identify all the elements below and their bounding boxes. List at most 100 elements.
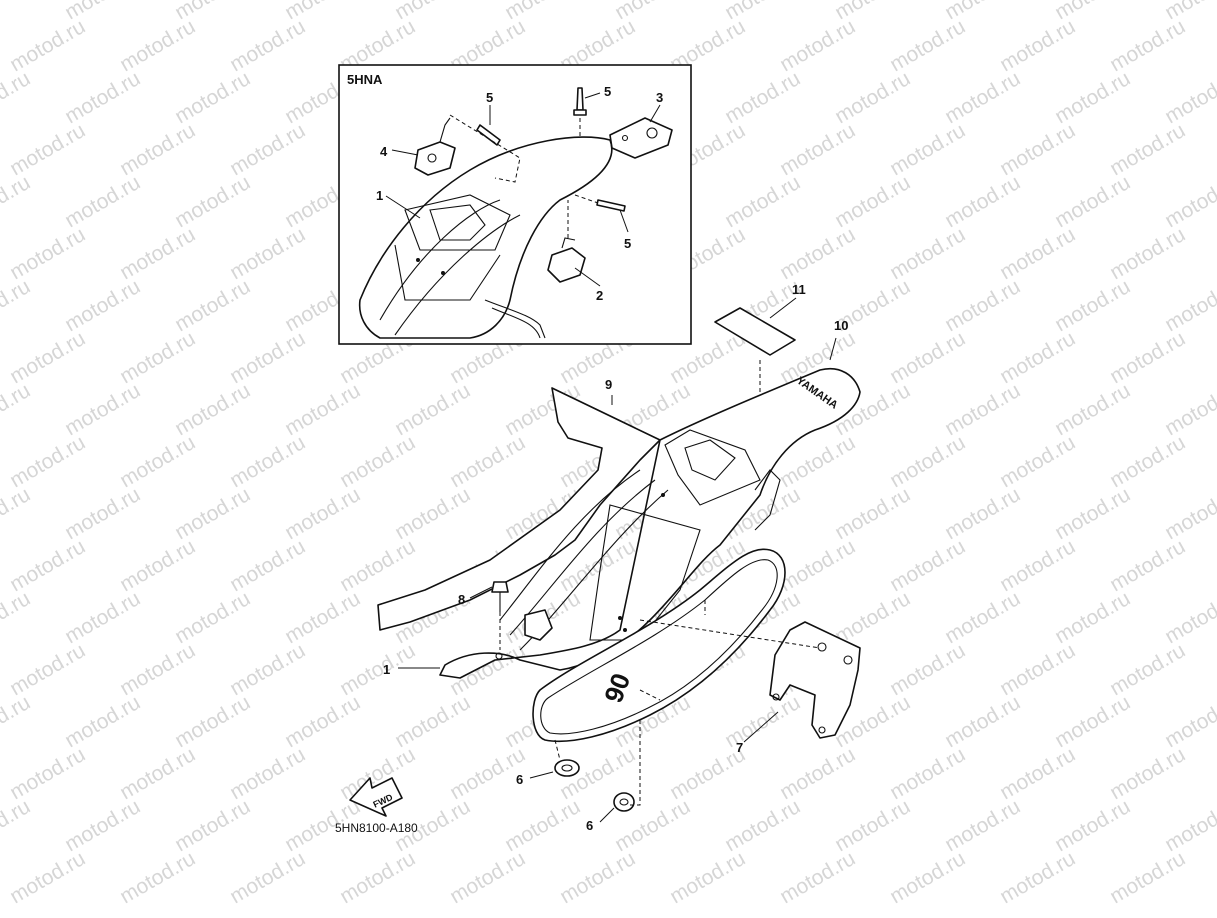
watermark-text: motod.ru: [886, 743, 969, 804]
watermark-text: motod.ru: [1161, 691, 1217, 752]
watermark-text: motod.ru: [996, 847, 1079, 908]
watermark-text: motod.ru: [1106, 431, 1189, 492]
watermark-text: motod.ru: [1161, 67, 1217, 128]
callout-main-6b: 6: [586, 818, 593, 833]
watermark-text: motod.ru: [0, 587, 34, 648]
callout-main-11: 11: [792, 282, 806, 297]
watermark-text: motod.ru: [6, 743, 89, 804]
watermark-text: motod.ru: [776, 535, 859, 596]
inset-label: 5HNA: [347, 72, 383, 87]
watermark-text: motod.ru: [1106, 15, 1189, 76]
watermark-text: motod.ru: [61, 483, 144, 544]
callout-inset-5a: 5: [486, 90, 493, 105]
watermark-text: motod.ru: [336, 431, 419, 492]
watermark-text: motod.ru: [226, 639, 309, 700]
watermark-text: motod.ru: [1051, 795, 1134, 856]
watermark-text: motod.ru: [0, 691, 34, 752]
watermark-text: motod.ru: [0, 0, 34, 24]
callout-inset-4: 4: [380, 144, 388, 159]
watermark-text: motod.ru: [941, 795, 1024, 856]
watermark-text: motod.ru: [226, 743, 309, 804]
watermark-text: motod.ru: [6, 847, 89, 908]
watermark-text: motod.ru: [116, 431, 199, 492]
watermark-text: motod.ru: [6, 327, 89, 388]
watermark-text: motod.ru: [116, 327, 199, 388]
callout-inset-3: 3: [656, 90, 663, 105]
grommet-6a: [554, 739, 580, 777]
watermark-text: motod.ru: [336, 535, 419, 596]
watermark-text: motod.ru: [721, 171, 804, 232]
callout-main-9: 9: [605, 377, 612, 392]
watermark-text: motod.ru: [941, 275, 1024, 336]
watermark-text: motod.ru: [1161, 795, 1217, 856]
watermark-text: motod.ru: [6, 15, 89, 76]
watermark-text: motod.ru: [941, 67, 1024, 128]
callout-main-7: 7: [736, 740, 743, 755]
watermark-text: motod.ru: [446, 431, 529, 492]
fwd-arrow-icon: FWD: [349, 777, 403, 817]
watermark-text: motod.ru: [1106, 327, 1189, 388]
callout-inset-5b: 5: [604, 84, 611, 99]
watermark-text: motod.ru: [831, 483, 914, 544]
watermark-text: motod.ru: [1106, 847, 1189, 908]
watermark-text: motod.ru: [941, 587, 1024, 648]
watermark-text: motod.ru: [116, 639, 199, 700]
watermark-text: motod.ru: [941, 483, 1024, 544]
watermark-text: motod.ru: [1106, 639, 1189, 700]
watermark-text: motod.ru: [6, 535, 89, 596]
watermark-text: motod.ru: [0, 795, 34, 856]
watermark-text: motod.ru: [1161, 587, 1217, 648]
watermark-text: motod.ru: [226, 223, 309, 284]
watermark-text: motod.ru: [0, 171, 34, 232]
watermark-text: motod.ru: [61, 379, 144, 440]
callout-main-10: 10: [834, 318, 848, 333]
watermark-text: motod.ru: [6, 431, 89, 492]
watermark-text: motod.ru: [226, 431, 309, 492]
watermark-text: motod.ru: [0, 275, 34, 336]
inset-rivet-5c: [574, 194, 626, 212]
watermark-text: motod.ru: [776, 847, 859, 908]
callout-inset-1: 1: [376, 188, 383, 203]
watermark-text: motod.ru: [941, 379, 1024, 440]
watermark-text: motod.ru: [171, 379, 254, 440]
watermark-text: motod.ru: [886, 847, 969, 908]
watermark-text: motod.ru: [6, 639, 89, 700]
watermark-text: motod.ru: [391, 483, 474, 544]
watermark-text: motod.ru: [281, 691, 364, 752]
watermark-text: motod.ru: [61, 587, 144, 648]
watermark-text: motod.ru: [831, 587, 914, 648]
watermark-text: motod.ru: [996, 327, 1079, 388]
watermark-text: motod.ru: [226, 119, 309, 180]
watermark-text: motod.ru: [336, 847, 419, 908]
inset-rear-fender: [358, 136, 613, 339]
watermark-text: motod.ru: [776, 743, 859, 804]
watermark-text: motod.ru: [226, 327, 309, 388]
watermark-text: motod.ru: [226, 535, 309, 596]
watermark-text: motod.ru: [1161, 483, 1217, 544]
watermark-text: motod.ru: [116, 743, 199, 804]
watermark-text: motod.ru: [831, 795, 914, 856]
watermark-text: motod.ru: [996, 535, 1079, 596]
inset-bracket-2: [547, 200, 586, 283]
watermark-text: motod.ru: [116, 223, 199, 284]
watermark-text: motod.ru: [886, 223, 969, 284]
watermark-text: motod.ru: [1161, 275, 1217, 336]
watermark-text: motod.ru: [776, 223, 859, 284]
diagram-code: 5HN8100-A180: [335, 821, 418, 835]
watermark-text: motod.ru: [61, 275, 144, 336]
watermark-text: motod.ru: [1161, 171, 1217, 232]
callout-main-1: 1: [383, 662, 390, 677]
callout-inset-5c: 5: [624, 236, 631, 251]
inset-bracket-3: [609, 117, 673, 159]
watermark-text: motod.ru: [776, 119, 859, 180]
watermark-text: motod.ru: [0, 483, 34, 544]
watermark-text: motod.ru: [996, 15, 1079, 76]
watermark-text: motod.ru: [886, 639, 969, 700]
watermark-text: motod.ru: [1051, 275, 1134, 336]
watermark-text: motod.ru: [996, 431, 1079, 492]
watermark-text: motod.ru: [1106, 535, 1189, 596]
watermark-text: motod.ru: [886, 15, 969, 76]
watermark-text: motod.ru: [996, 119, 1079, 180]
watermark-text: motod.ru: [171, 171, 254, 232]
watermark-text: motod.ru: [556, 847, 639, 908]
